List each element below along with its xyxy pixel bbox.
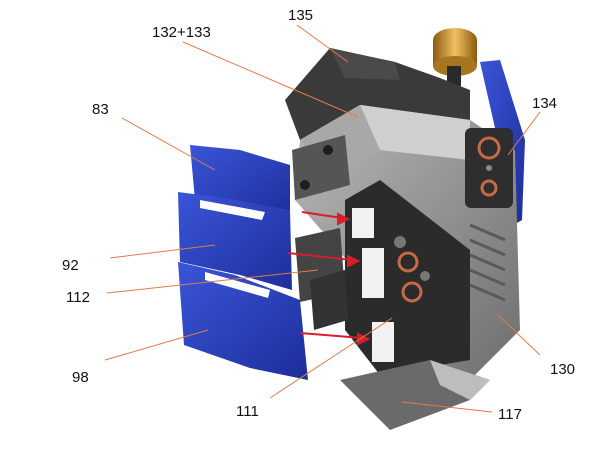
label-130: 130 [550,361,576,378]
brass-connector [433,28,477,86]
label-132-133: 132+133 [152,24,211,41]
label-92: 92 [62,257,79,274]
label-135: 135 [288,7,314,24]
bolt-plate [292,135,350,200]
top-dark-block [285,48,470,140]
label-98: 98 [72,369,89,386]
blue-pad-92 [178,192,292,290]
vent-slots [469,223,506,302]
side-control-panel [465,128,513,208]
label-134: 134 [532,95,558,112]
insertion-arrows [287,211,371,346]
label-111: 111 [236,403,259,420]
front-sensor-panel [352,208,430,362]
leader-lines [104,24,541,413]
blue-pad-98 [178,262,308,380]
label-112: 112 [66,289,90,306]
label-83: 83 [92,101,109,118]
label-117: 117 [498,406,522,423]
